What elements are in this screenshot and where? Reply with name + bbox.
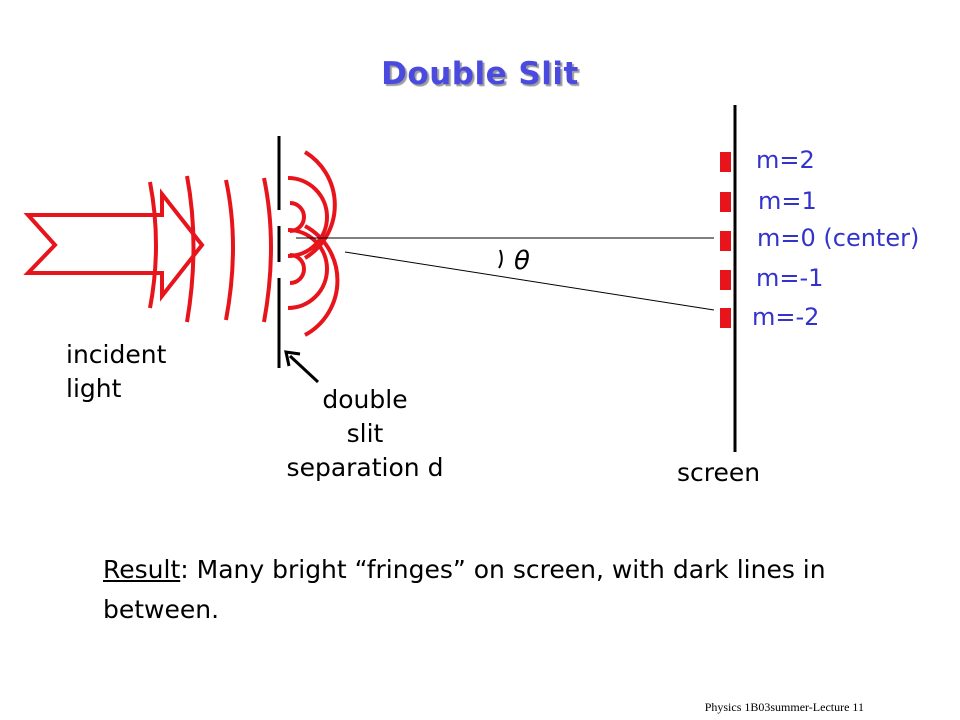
fringe-m-1 [720, 270, 731, 290]
incident-label-line2: light [66, 374, 122, 403]
order-label-m-1: m=-1 [756, 264, 824, 292]
fringe-m-2 [720, 308, 731, 328]
incident-wavefront-4 [262, 177, 273, 323]
incident-wavefront-2 [185, 175, 196, 323]
angled-ray [344, 251, 715, 311]
incident-wavefront-1 [148, 181, 158, 309]
order-label-m0: m=0 (center) [757, 224, 920, 252]
diffracted-wave-lower-mid [287, 228, 329, 310]
diffracted-wave-lower-large [304, 224, 340, 337]
diffracted-wave-upper-small [289, 201, 306, 233]
fringe-m1 [720, 192, 731, 212]
order-label-m1: m=1 [758, 187, 817, 215]
slit-label-line1: double [322, 385, 408, 414]
slit-pointer-head [284, 350, 301, 367]
result-text: Result: Many bright “fringes” on screen,… [103, 550, 883, 630]
diffracted-wave-upper-mid [287, 176, 329, 258]
result-lead: Result [103, 555, 181, 584]
screen-label: screen [677, 458, 761, 487]
incident-wavefront-3 [224, 179, 235, 321]
slit-label-line3: separation d [286, 453, 444, 482]
slit-pointer-line [288, 354, 320, 384]
double-slit-label: double slit separation d [270, 383, 460, 485]
slit-label-line2: slit [346, 419, 384, 448]
slide-footer: Physics 1B03summer-Lecture 11 [704, 700, 864, 714]
order-label-m-2: m=-2 [752, 303, 820, 331]
angle-theta-label: θ [514, 246, 530, 276]
fringe-m0 [720, 231, 731, 251]
result-body: : Many bright “fringes” on screen, with … [103, 555, 826, 624]
fringe-m2 [720, 152, 731, 172]
order-label-m2: m=2 [756, 146, 815, 174]
angle-arc [498, 249, 503, 269]
incident-label-line1: incident [66, 340, 167, 369]
diffracted-wave-upper-large [303, 150, 337, 260]
incident-light-label: incident light [66, 338, 166, 406]
slide-title: Double Slit [381, 56, 579, 92]
incident-light-arrow [23, 188, 205, 302]
diffracted-wave-lower-small [289, 253, 306, 285]
